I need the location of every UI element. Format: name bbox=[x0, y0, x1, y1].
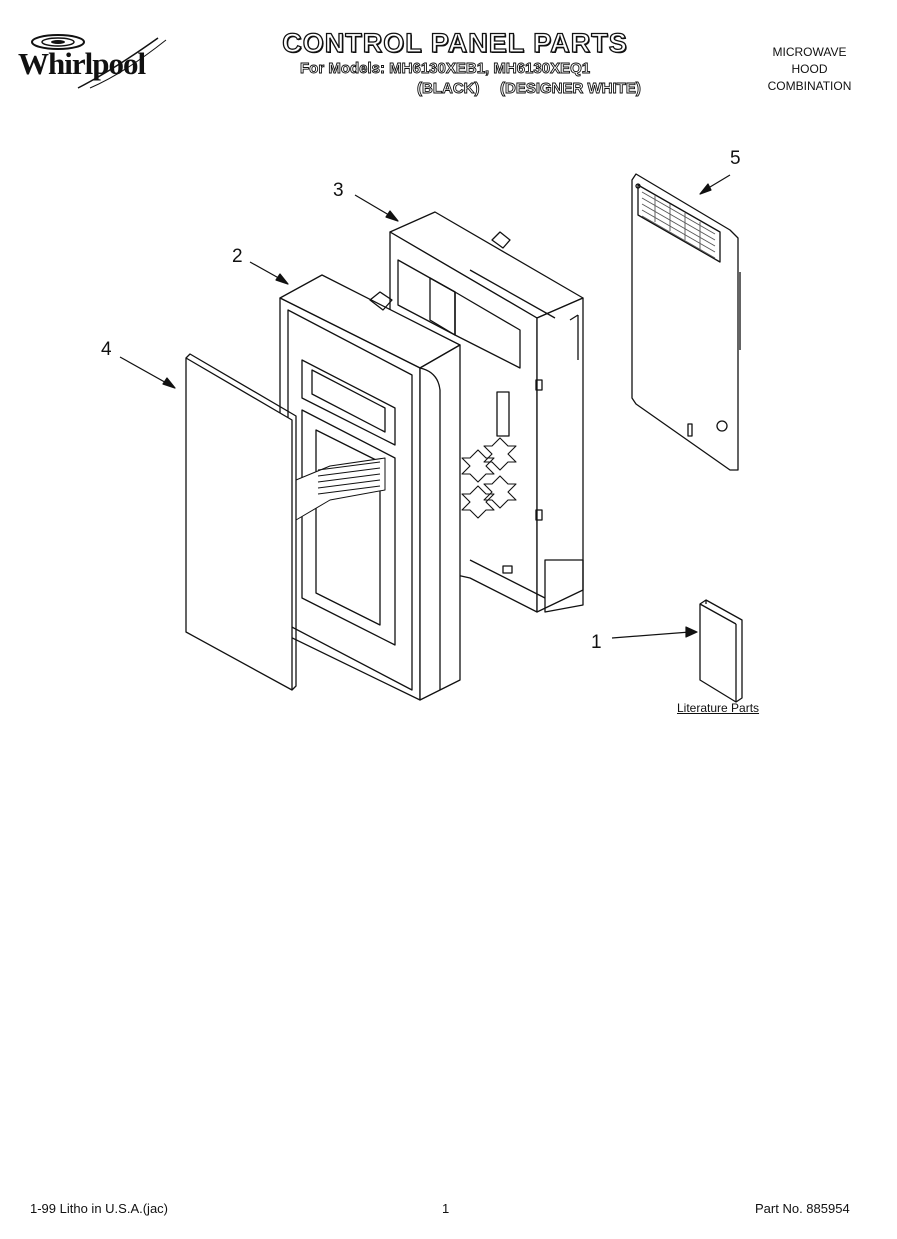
part-5-control-board bbox=[631, 173, 741, 471]
brand-name: Whirlpool bbox=[18, 46, 146, 81]
callout-3: 3 bbox=[333, 180, 344, 201]
callout-2: 2 bbox=[232, 246, 243, 267]
whirlpool-swirl-icon bbox=[31, 34, 167, 89]
exploded-parts-diagram: 1 2 3 4 5 bbox=[101, 148, 743, 703]
product-type: MICROWAVE HOOD COMBINATION bbox=[752, 44, 867, 95]
callout-5: 5 bbox=[730, 148, 741, 169]
footer-printing-info: 1-99 Litho in U.S.A.(jac) bbox=[30, 1201, 169, 1216]
models-line: For Models: MH6130XEB1, MH6130XEQ1 bbox=[300, 60, 591, 78]
product-type-line: HOOD bbox=[791, 62, 828, 76]
footer-part-number: Part No. 885954 bbox=[755, 1201, 850, 1216]
part-1-literature bbox=[699, 599, 743, 703]
callout-1: 1 bbox=[591, 632, 602, 653]
product-type-line: MICROWAVE bbox=[772, 45, 847, 59]
whirlpool-logo: Whirlpool bbox=[18, 30, 183, 90]
variant-designer-white: (DESIGNER WHITE) bbox=[500, 80, 642, 98]
callout-4: 4 bbox=[101, 339, 112, 360]
page-title: CONTROL PANEL PARTS bbox=[282, 27, 628, 58]
footer-page-number: 1 bbox=[442, 1201, 450, 1216]
product-type-line: COMBINATION bbox=[767, 79, 852, 93]
part-4-overlay bbox=[185, 353, 297, 691]
variant-black: (BLACK) bbox=[417, 80, 480, 98]
part-2-panel-frame bbox=[279, 274, 461, 701]
literature-parts-label: Literature Parts bbox=[677, 701, 760, 715]
leader-arrows bbox=[119, 174, 731, 639]
